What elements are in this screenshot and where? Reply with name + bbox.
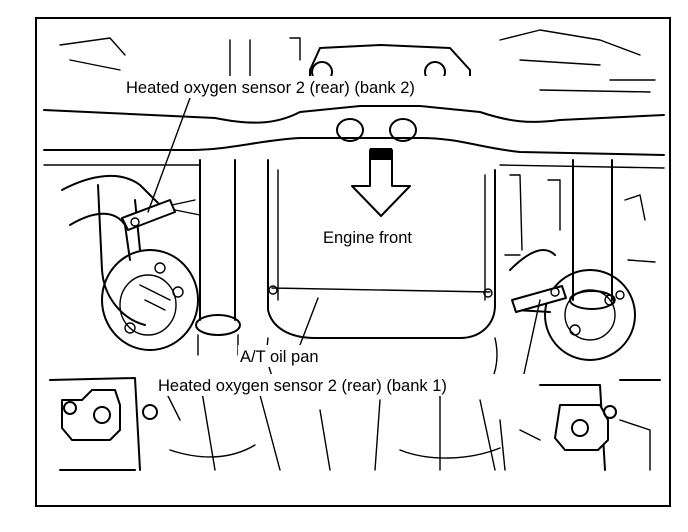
leader-sensor-bank1 [521,299,541,384]
label-at-oil-pan: A/T oil pan [240,348,319,366]
engine-drawing [43,29,665,471]
leader-sensor-bank2 [147,97,191,213]
label-sensor-bank1: Heated oxygen sensor 2 (rear) (bank 1) [158,377,447,395]
leader-oil-pan [299,297,319,346]
label-engine-front: Engine front [323,229,412,247]
label-sensor-bank2: Heated oxygen sensor 2 (rear) (bank 2) [126,79,415,97]
